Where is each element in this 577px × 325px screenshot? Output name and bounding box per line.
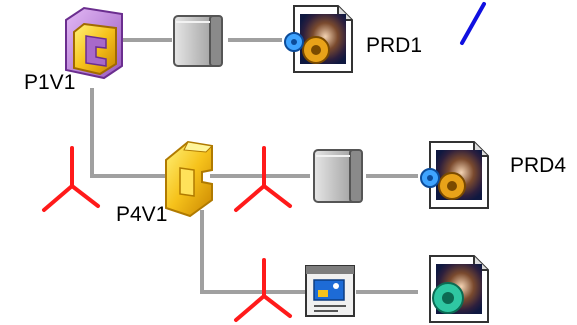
constraint-icon[interactable] bbox=[234, 146, 292, 212]
node-label-prd1[interactable]: PRD1 bbox=[366, 34, 423, 57]
document-gear-icon[interactable] bbox=[284, 5, 353, 73]
image-document-icon[interactable] bbox=[305, 265, 355, 317]
connector-p1v1-p4v1 bbox=[90, 88, 172, 178]
constraint-icon[interactable] bbox=[42, 146, 100, 212]
node-label-p4v1[interactable]: P4V1 bbox=[116, 203, 168, 226]
product-folder-icon[interactable] bbox=[65, 6, 123, 80]
connector-p4v1-image bbox=[200, 210, 306, 294]
annotation-line-icon bbox=[460, 2, 486, 45]
document-gear-icon[interactable] bbox=[429, 255, 489, 323]
tree-connectors bbox=[90, 38, 418, 294]
document-gear-icon[interactable] bbox=[420, 141, 489, 209]
node-label-p1v1[interactable]: P1V1 bbox=[24, 71, 76, 94]
component-folder-icon[interactable] bbox=[165, 140, 214, 218]
constraint-icon[interactable] bbox=[234, 258, 292, 322]
node-label-prd4[interactable]: PRD4 bbox=[510, 154, 567, 177]
part-box-icon[interactable] bbox=[173, 15, 223, 67]
part-box-icon[interactable] bbox=[313, 149, 363, 203]
